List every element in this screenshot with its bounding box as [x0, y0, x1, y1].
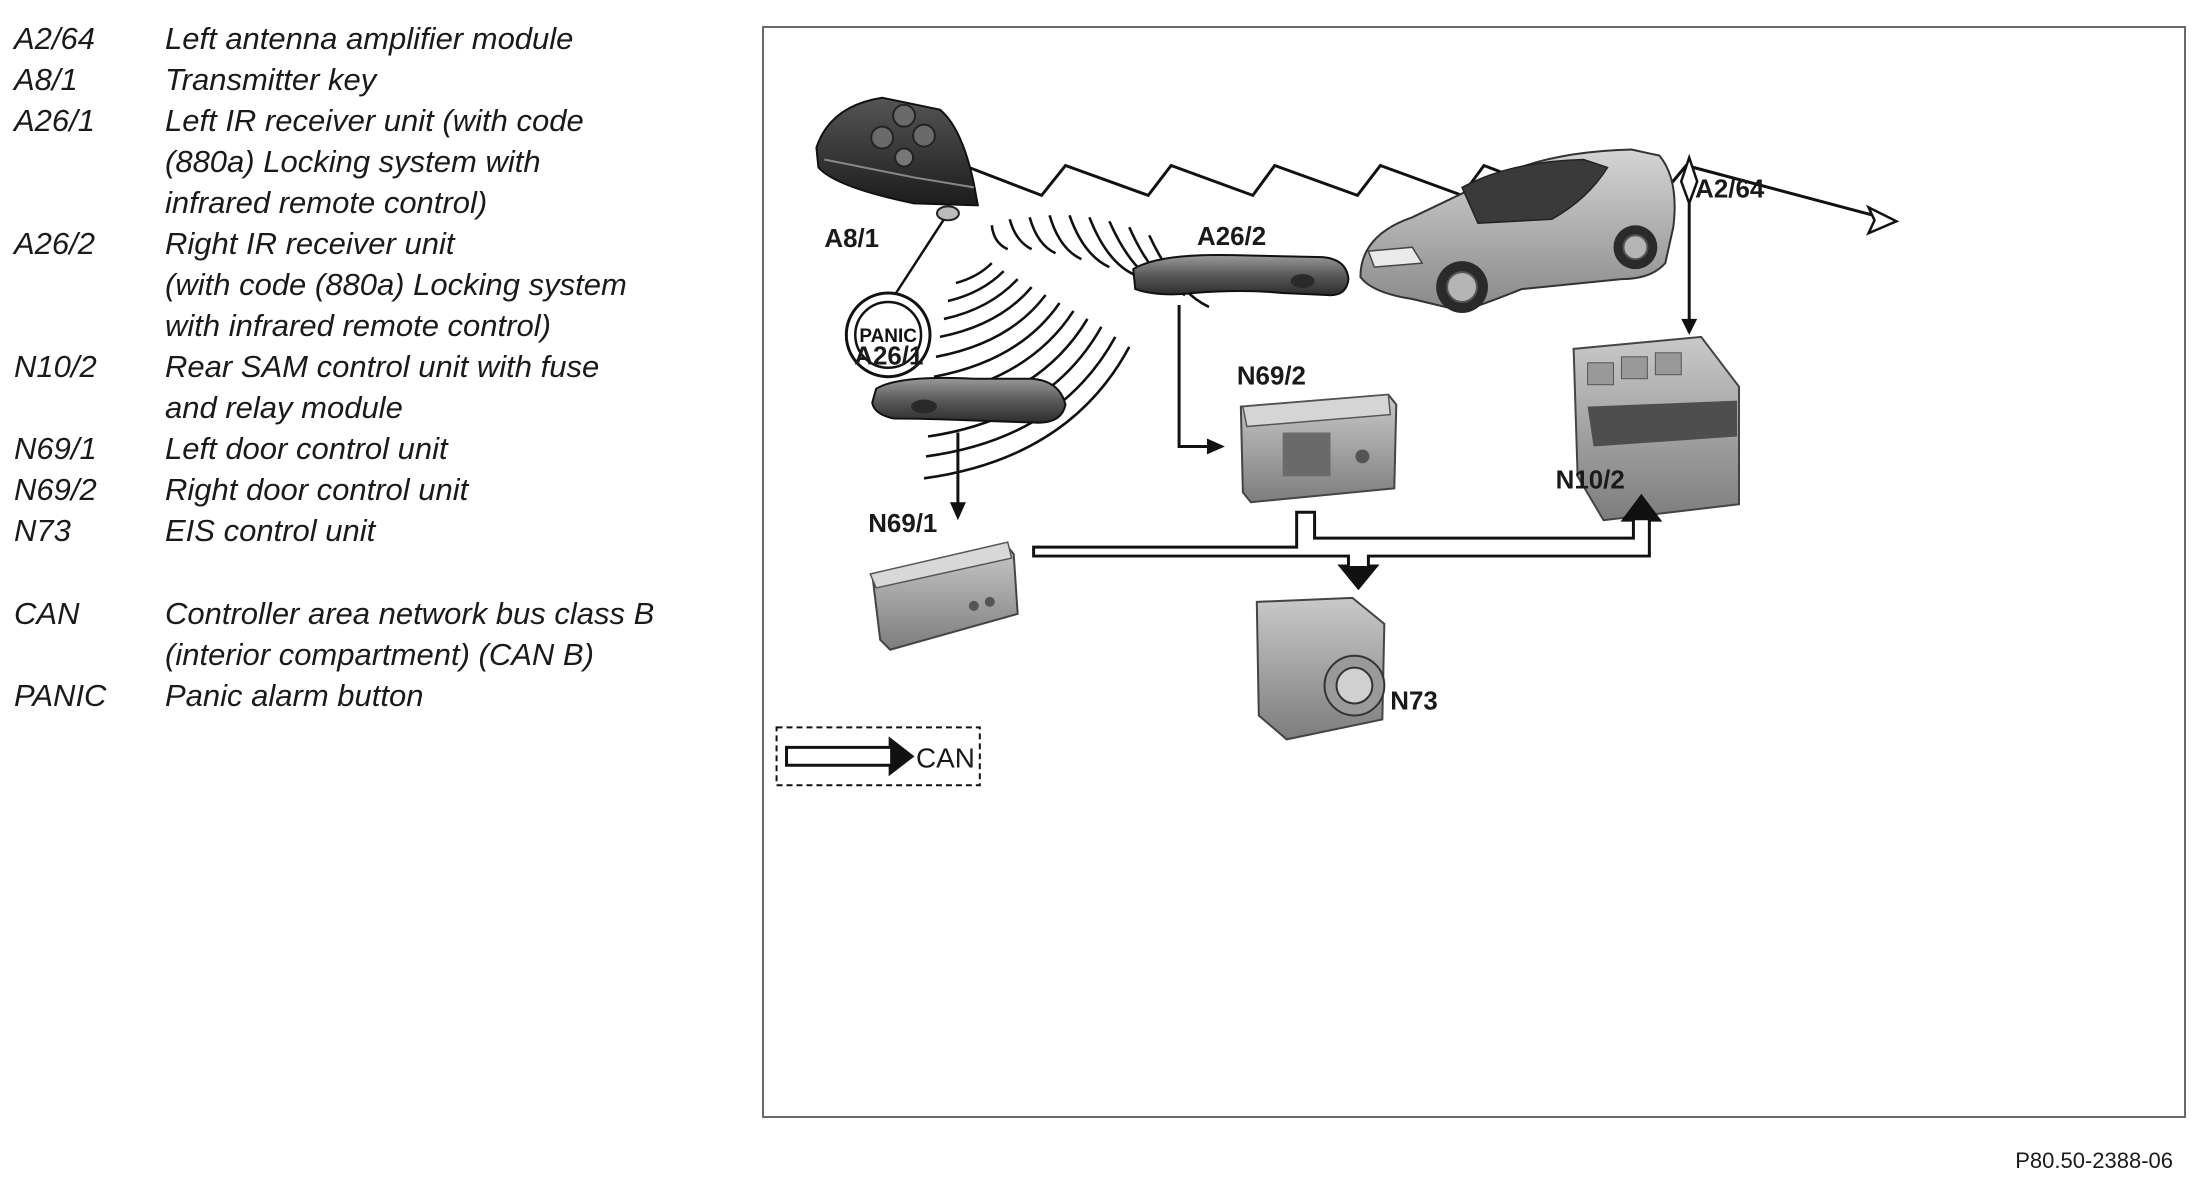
legend-item: A26/2 Right IR receiver unit (with code … [14, 223, 754, 346]
legend-description: Right door control unit [165, 472, 469, 507]
label-n73: N73 [1390, 687, 1438, 715]
legend-item: N69/1 Left door control unit [14, 428, 754, 469]
a26-1-door-handle-icon [871, 376, 1067, 424]
can-bus-lines [1032, 493, 1663, 591]
n73-eis-module-icon [1255, 596, 1386, 741]
transmitter-key-icon [815, 96, 980, 222]
legend-item: N73 EIS control unit [14, 510, 754, 551]
a26-2-door-handle-icon [1132, 253, 1350, 297]
legend-code: CAN [14, 596, 80, 631]
legend-code: PANIC [14, 678, 107, 713]
legend-description: Controller area network bus class B (int… [165, 596, 655, 672]
legend-list: A2/64 Left antenna amplifier module A8/1… [14, 18, 754, 716]
legend-code: N69/2 [14, 472, 97, 507]
label-n10-2: N10/2 [1556, 466, 1625, 494]
label-a8-1: A8/1 [824, 225, 879, 253]
legend-item: CAN Controller area network bus class B … [14, 593, 754, 675]
ir-waves-to-a26-1 [923, 262, 1131, 480]
n69-1-module-icon [869, 541, 1019, 651]
legend-spacer [14, 551, 754, 593]
legend-code: N10/2 [14, 349, 97, 384]
can-key-label: CAN [916, 742, 975, 773]
legend-description: EIS control unit [165, 513, 376, 548]
label-a26-2: A26/2 [1197, 223, 1266, 251]
diagram-canvas: PANIC [775, 96, 1900, 787]
legend-item: A2/64 Left antenna amplifier module [14, 18, 754, 59]
legend-description: Left door control unit [165, 431, 448, 466]
label-n69-2: N69/2 [1237, 363, 1306, 391]
legend-item: N69/2 Right door control unit [14, 469, 754, 510]
figure-reference: P80.50-2388-06 [2015, 1148, 2173, 1173]
label-n69-1: N69/1 [868, 510, 937, 538]
legend-item: A8/1 Transmitter key [14, 59, 754, 100]
panic-callout-line [891, 218, 945, 300]
legend-description: Right IR receiver unit (with code (880a)… [165, 226, 627, 343]
legend-description: Panic alarm button [165, 678, 424, 713]
panic-label: PANIC [859, 326, 917, 347]
legend-code: A2/64 [14, 21, 96, 56]
legend-code: A26/1 [14, 103, 96, 138]
legend-description: Left antenna amplifier module [165, 21, 574, 56]
legend-code: A8/1 [14, 62, 78, 97]
legend-description: Transmitter key [165, 62, 377, 97]
n10-2-sam-module-icon [1572, 335, 1741, 522]
legend-description: Left IR receiver unit (with code (880a) … [165, 103, 584, 220]
n69-2-module-icon [1239, 393, 1398, 504]
legend-item: N10/2 Rear SAM control unit with fuse an… [14, 346, 754, 428]
a26-1-to-n69-1-arrow [949, 432, 966, 521]
legend-description: Rear SAM control unit with fuse and rela… [165, 349, 600, 425]
legend-code: N69/1 [14, 431, 97, 466]
legend-item: A26/1 Left IR receiver unit (with code (… [14, 100, 754, 223]
system-diagram: PANIC [762, 26, 2186, 1118]
label-a26-1: A26/1 [854, 343, 923, 371]
a2-64-antenna-icon [1679, 153, 1699, 335]
car-icon [1359, 148, 1676, 313]
a26-2-to-n69-2-arrow [1177, 304, 1225, 455]
label-a2-64: A2/64 [1695, 175, 1765, 203]
can-key-box [775, 726, 981, 787]
legend-code: A26/2 [14, 226, 96, 261]
legend-item: PANIC Panic alarm button [14, 675, 754, 716]
legend-code: N73 [14, 513, 71, 548]
panic-button-icon [844, 291, 932, 379]
